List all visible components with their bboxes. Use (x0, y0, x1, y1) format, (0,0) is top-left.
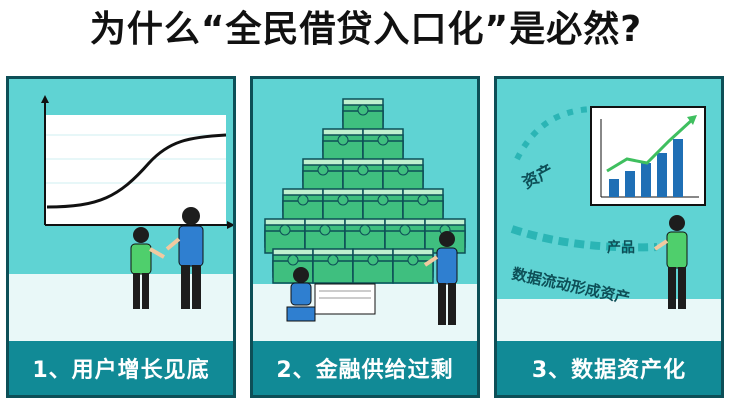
money-pile-illustration (253, 79, 477, 341)
money-stack (342, 158, 384, 194)
money-stack (384, 218, 426, 254)
panel-caption: 1、用户增长见底 (9, 341, 233, 395)
panel-data-assetization: 资产 产品 数据流动形成资产 3、数据资产化 (494, 76, 724, 398)
money-stack (382, 158, 424, 194)
panel-financial-oversupply: 2、金融供给过剩 (250, 76, 480, 398)
page-title: 为什么“全民借贷入口化”是必然? (89, 9, 643, 50)
money-stack (312, 248, 354, 284)
money-stack (302, 158, 344, 194)
money-stack (282, 188, 324, 224)
man-figure (165, 207, 204, 309)
money-stack (352, 248, 394, 284)
growth-curve (46, 133, 227, 209)
money-stack (402, 188, 444, 224)
money-stack (342, 98, 384, 134)
money-stack (322, 128, 364, 164)
data-asset-illustration (497, 79, 721, 341)
money-stacks (264, 98, 466, 284)
data-flow-stream (510, 225, 658, 252)
analyst-figure (653, 215, 688, 309)
money-stack (322, 188, 364, 224)
panel-user-growth: 1、用户增长见底 (6, 76, 236, 398)
trend-line (606, 117, 695, 173)
money-stack (304, 218, 346, 254)
growth-chart-illustration (9, 79, 233, 341)
money-stack (392, 248, 434, 284)
panel-caption: 2、金融供给过剩 (253, 341, 477, 395)
money-stack (264, 218, 306, 254)
worker-at-desk (286, 267, 376, 322)
money-stack (344, 218, 386, 254)
woman-figure (130, 227, 165, 309)
panel-caption: 3、数据资产化 (497, 341, 721, 395)
money-stack (362, 188, 404, 224)
products-label: 产品 (607, 240, 635, 256)
standing-man-figure (423, 231, 458, 325)
money-stack (362, 128, 404, 164)
